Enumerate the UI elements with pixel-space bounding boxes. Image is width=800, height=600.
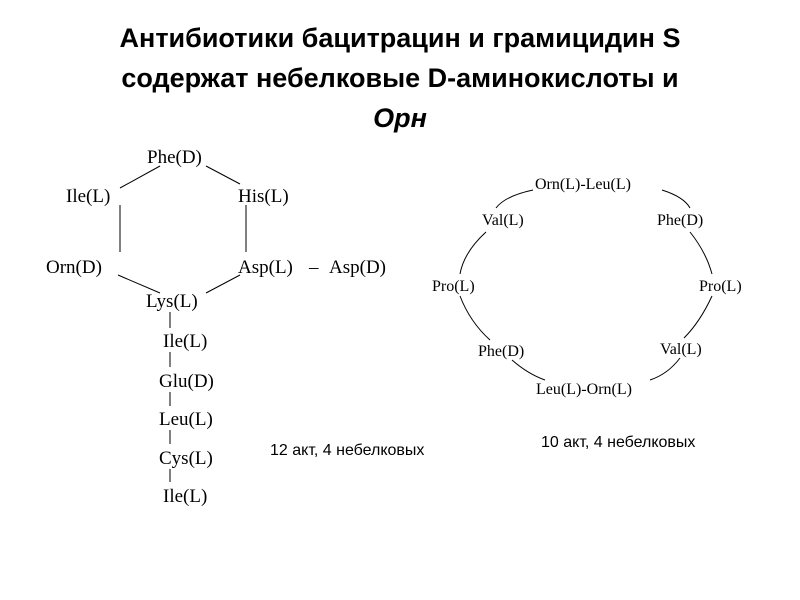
- gram-residue-phe-d-upper: Phe(D): [657, 212, 703, 229]
- gram-bond-top-phe: [661, 189, 691, 209]
- bac-branch-bond: –: [308, 257, 319, 278]
- gram-bond-val-bottom: [649, 357, 681, 381]
- bac-residue-asp-l: Asp(L): [238, 257, 293, 278]
- gram-residue-leu-orn: Leu(L)-Orn(L): [536, 381, 632, 398]
- gram-bond-val-pro: [459, 231, 487, 275]
- gram-residue-pro-l-right: Pro(L): [699, 278, 742, 295]
- bac-bond-asp-lys: [205, 274, 241, 294]
- gram-bond-pro-val: [683, 295, 713, 339]
- gramicidin-structure: Orn(L)-Leu(L) Phe(D) Pro(L) Val(L) Leu(L…: [432, 176, 742, 398]
- gram-residue-phe-d-lower: Phe(D): [478, 343, 524, 360]
- bac-residue-orn-d: Orn(D): [46, 257, 102, 278]
- gram-bond-pro-phe: [459, 295, 491, 341]
- bac-tail-cys-l: Cys(L): [159, 448, 213, 469]
- bac-tail-ile-l-2: Ile(L): [163, 486, 207, 507]
- bac-tail-ile-l: Ile(L): [163, 331, 207, 352]
- gram-bond-phe-pro: [689, 231, 713, 275]
- bac-residue-lys-l: Lys(L): [146, 291, 198, 312]
- gram-residue-val-l-lower: Val(L): [660, 341, 702, 358]
- slide-title: Антибиотики бацитрацин и грамицидин S со…: [0, 18, 800, 138]
- title-line-3: Орн: [373, 103, 427, 133]
- gram-residue-val-l-upper: Val(L): [482, 212, 524, 229]
- title-line-2: содержат небелковые D-аминокислоты и: [121, 63, 679, 93]
- bac-residue-ile-l: Ile(L): [66, 186, 110, 207]
- bac-residue-phe-d: Phe(D): [147, 147, 202, 168]
- title-line-1: Антибиотики бацитрацин и грамицидин S: [119, 23, 681, 53]
- gram-bond-top-val: [495, 189, 534, 209]
- bacitracin-structure: Phe(D) Ile(L) His(L) Orn(D) Asp(L) – Asp…: [46, 147, 386, 507]
- bac-bond-phe-his: [205, 165, 241, 185]
- bac-bond-phe-ile: [119, 165, 161, 189]
- bacitracin-caption: 12 акт, 4 небелковых: [270, 442, 425, 459]
- bac-tail-leu-l: Leu(L): [159, 409, 213, 430]
- bac-residue-his-l: His(L): [238, 186, 289, 207]
- gram-bond-phe-bottom: [511, 359, 546, 381]
- bac-residue-asp-d: Asp(D): [329, 257, 386, 278]
- bac-bond-orn-lys: [117, 274, 161, 294]
- bac-tail-glu-d: Glu(D): [159, 371, 214, 392]
- gram-residue-orn-leu: Orn(L)-Leu(L): [535, 176, 631, 193]
- gram-residue-pro-l-left: Pro(L): [432, 278, 475, 295]
- gramicidin-caption: 10 акт, 4 небелковых: [541, 434, 696, 451]
